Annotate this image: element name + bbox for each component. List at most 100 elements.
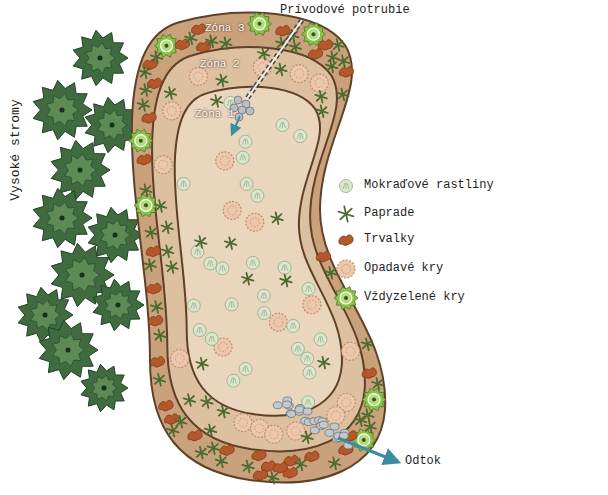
evergreen-shrub (334, 287, 358, 310)
fern (195, 236, 206, 248)
tree-trunk (60, 216, 65, 221)
fern (205, 425, 216, 437)
outlet-rock (287, 410, 296, 417)
wetland-plant (193, 324, 206, 337)
perennial (164, 414, 178, 425)
tree-inner (46, 94, 78, 126)
deciduous-shrub (327, 407, 345, 425)
evergreen-shrub (154, 34, 178, 57)
legend-icons (334, 180, 358, 310)
perennial (148, 315, 162, 326)
tree-inner (65, 258, 99, 293)
wetland-plant (258, 307, 271, 320)
fern (211, 95, 222, 107)
fern (290, 41, 301, 53)
fern (332, 39, 343, 51)
fern (139, 67, 150, 79)
perennial (147, 283, 161, 294)
tree-inner (105, 291, 133, 319)
fern (220, 37, 231, 49)
wetland-plant (246, 256, 259, 269)
deciduous-shrub (154, 156, 172, 174)
wetland-plant (302, 282, 315, 295)
fern (196, 358, 207, 370)
evergreen-shrub (129, 129, 153, 152)
fern (275, 64, 286, 76)
deciduous-shrub (337, 260, 355, 278)
deciduous-shrub (234, 414, 252, 432)
legend-text: Opadavé kry (364, 261, 443, 275)
fern (327, 51, 338, 63)
perennial (316, 251, 330, 262)
legend-text: Trvalky (364, 232, 414, 246)
legend-text: Mokraďové rastliny (364, 178, 494, 192)
wetland-plant (340, 180, 353, 193)
wetland-plant (303, 366, 316, 379)
tree-trunk (80, 273, 85, 278)
wetland-plant (177, 177, 190, 190)
zone-label: Zóna 3 (205, 22, 245, 35)
fern (161, 221, 172, 233)
perennial (159, 400, 173, 411)
wetland-plant (287, 319, 300, 332)
tree-crown (81, 364, 128, 412)
wetland-plant (204, 257, 217, 270)
wetland-plant (276, 119, 289, 132)
fern (208, 442, 219, 454)
outlet-rock (273, 402, 282, 409)
evergreen-shrub (362, 388, 386, 411)
perennial (339, 235, 353, 246)
fern (154, 374, 165, 386)
tree-crown (33, 80, 92, 139)
deciduous-shrub (223, 201, 241, 219)
wetland-plant (257, 289, 270, 302)
fern (166, 261, 177, 273)
fern (155, 200, 166, 212)
zone-1-outline (175, 87, 342, 416)
perennial (273, 462, 287, 473)
tree-inner (98, 110, 128, 140)
deciduous-shrub (163, 102, 181, 120)
tree-inner (52, 334, 84, 366)
deciduous-shrub (287, 422, 305, 440)
fern (315, 91, 326, 103)
perennial (150, 356, 164, 367)
deciduous-shrub (269, 313, 287, 331)
perennial (146, 246, 160, 257)
fern (196, 447, 207, 459)
fern (258, 48, 269, 60)
zone-label: Zóna 1 (195, 108, 235, 121)
tree-crown (33, 188, 92, 247)
fern (165, 87, 176, 99)
perennial (252, 450, 266, 461)
outlet-rock (330, 423, 339, 430)
deciduous-shrub (171, 350, 189, 368)
fern (216, 75, 227, 87)
perennial (196, 41, 210, 52)
fern (338, 55, 349, 67)
deciduous-shrub (290, 65, 308, 83)
outlet-rock (325, 429, 334, 436)
perennial (142, 113, 156, 124)
deciduous-shrub (189, 67, 207, 85)
zone-3-outline (132, 13, 385, 483)
perennial (362, 368, 376, 379)
zone-2-outline (152, 47, 365, 451)
fern (318, 357, 329, 369)
wetland-plant (294, 130, 307, 143)
deciduous-shrub (303, 296, 321, 314)
fern (216, 456, 227, 468)
fern (267, 472, 278, 484)
wetland-plant (291, 342, 304, 355)
wetland-plant (236, 151, 249, 164)
outlet-rock (303, 408, 312, 415)
fern (316, 105, 327, 117)
wetland-plant (301, 352, 314, 365)
plants (129, 12, 386, 483)
wetland-plant (278, 261, 291, 274)
tall-trees (18, 30, 144, 411)
tree-trunk (102, 386, 107, 391)
fern (151, 51, 162, 63)
